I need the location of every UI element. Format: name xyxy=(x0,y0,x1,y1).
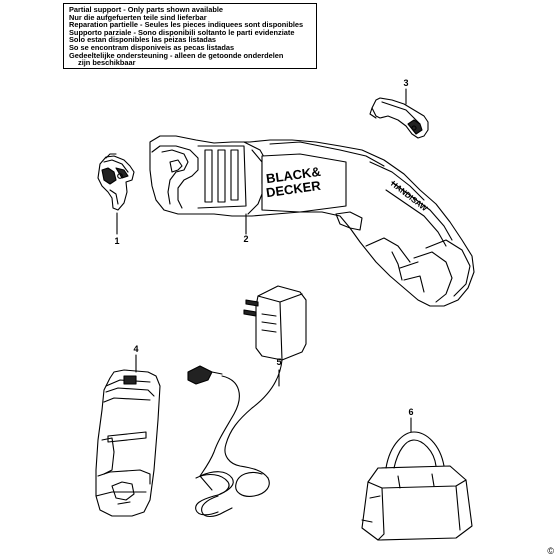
part-1-blade-clamp xyxy=(97,153,135,211)
copyright-mark: © xyxy=(547,546,554,556)
part-5-charger xyxy=(187,285,307,518)
notice-line: Gedeeltelijke ondersteuning - alleen de … xyxy=(69,50,284,60)
parts-availability-notice: Partial support - Only parts shown avail… xyxy=(63,3,317,69)
notice-line: Partial support - Only parts shown avail… xyxy=(69,5,224,14)
callout-6: 6 xyxy=(408,407,413,417)
callout-5: 5 xyxy=(276,357,281,367)
part-2-saw-body xyxy=(149,135,475,307)
callout-2: 2 xyxy=(243,234,248,244)
callout-4: 4 xyxy=(133,344,138,354)
callout-1: 1 xyxy=(114,236,119,246)
notice-line: Reparation partielle - Seules les pieces… xyxy=(69,20,304,30)
part-4-battery-pack xyxy=(95,369,161,517)
part-3-latch-bracket xyxy=(369,97,429,139)
notice-line: Supporto parziale - Sono disponibili sol… xyxy=(69,27,295,37)
callout-3: 3 xyxy=(403,78,408,88)
notice-line: Solo estan disponibles las peizas listad… xyxy=(69,35,217,45)
part-6-carry-bag xyxy=(361,431,473,541)
notice-line: Nur die aufgefuerten teile sind lieferba… xyxy=(69,12,207,22)
notice-line: zijn beschikbaar xyxy=(78,58,136,68)
notice-line: So se encontram disponiveis as pecas lis… xyxy=(69,42,235,52)
